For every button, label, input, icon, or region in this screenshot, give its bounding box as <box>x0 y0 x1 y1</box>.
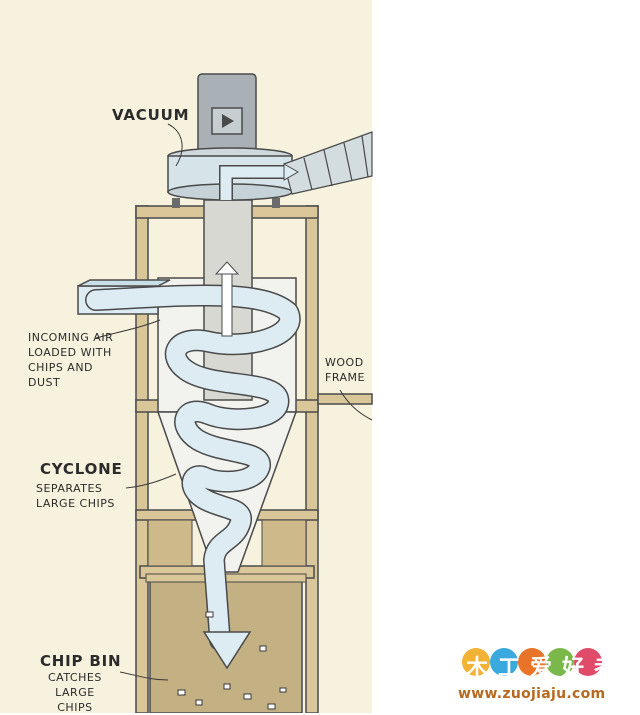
label-cyclone-desc: SEPARATES LARGE CHIPS <box>36 482 115 510</box>
down-arrow-head <box>202 631 252 670</box>
watermark-brand: 木工爱好者 <box>466 656 627 681</box>
frame-right-post <box>305 205 319 713</box>
lower-panel-left <box>147 519 193 567</box>
inlet-duct-end <box>77 279 171 287</box>
leader-vacuum <box>167 123 183 167</box>
up-arrow <box>214 261 240 337</box>
label-vacuum: VACUUM <box>112 106 190 124</box>
leader-chip-bin <box>119 671 169 681</box>
exhaust-hose <box>283 131 373 195</box>
wood-frame-arm <box>317 393 373 405</box>
label-incoming-air: INCOMING AIR LOADED WITH CHIPS AND DUST <box>28 331 114 389</box>
lower-panel-right <box>261 519 307 567</box>
leader-lines <box>95 123 373 681</box>
spiral-airflow <box>85 284 301 651</box>
label-cyclone-title: CYCLONE <box>40 460 123 478</box>
label-wood-frame: WOOD FRAME <box>325 356 365 384</box>
watermark-url: www.zuojiaju.com <box>458 686 606 702</box>
chips <box>177 611 287 710</box>
leader-wood-frame <box>339 389 373 421</box>
label-chip-bin-desc: CATCHES LARGE CHIPS <box>48 671 102 714</box>
leader-incoming-air <box>95 319 161 339</box>
mount-bolts <box>172 198 280 208</box>
watermark-logo <box>456 640 630 682</box>
label-chip-bin-title: CHIP BIN <box>40 652 122 670</box>
leader-cyclone <box>125 473 177 489</box>
